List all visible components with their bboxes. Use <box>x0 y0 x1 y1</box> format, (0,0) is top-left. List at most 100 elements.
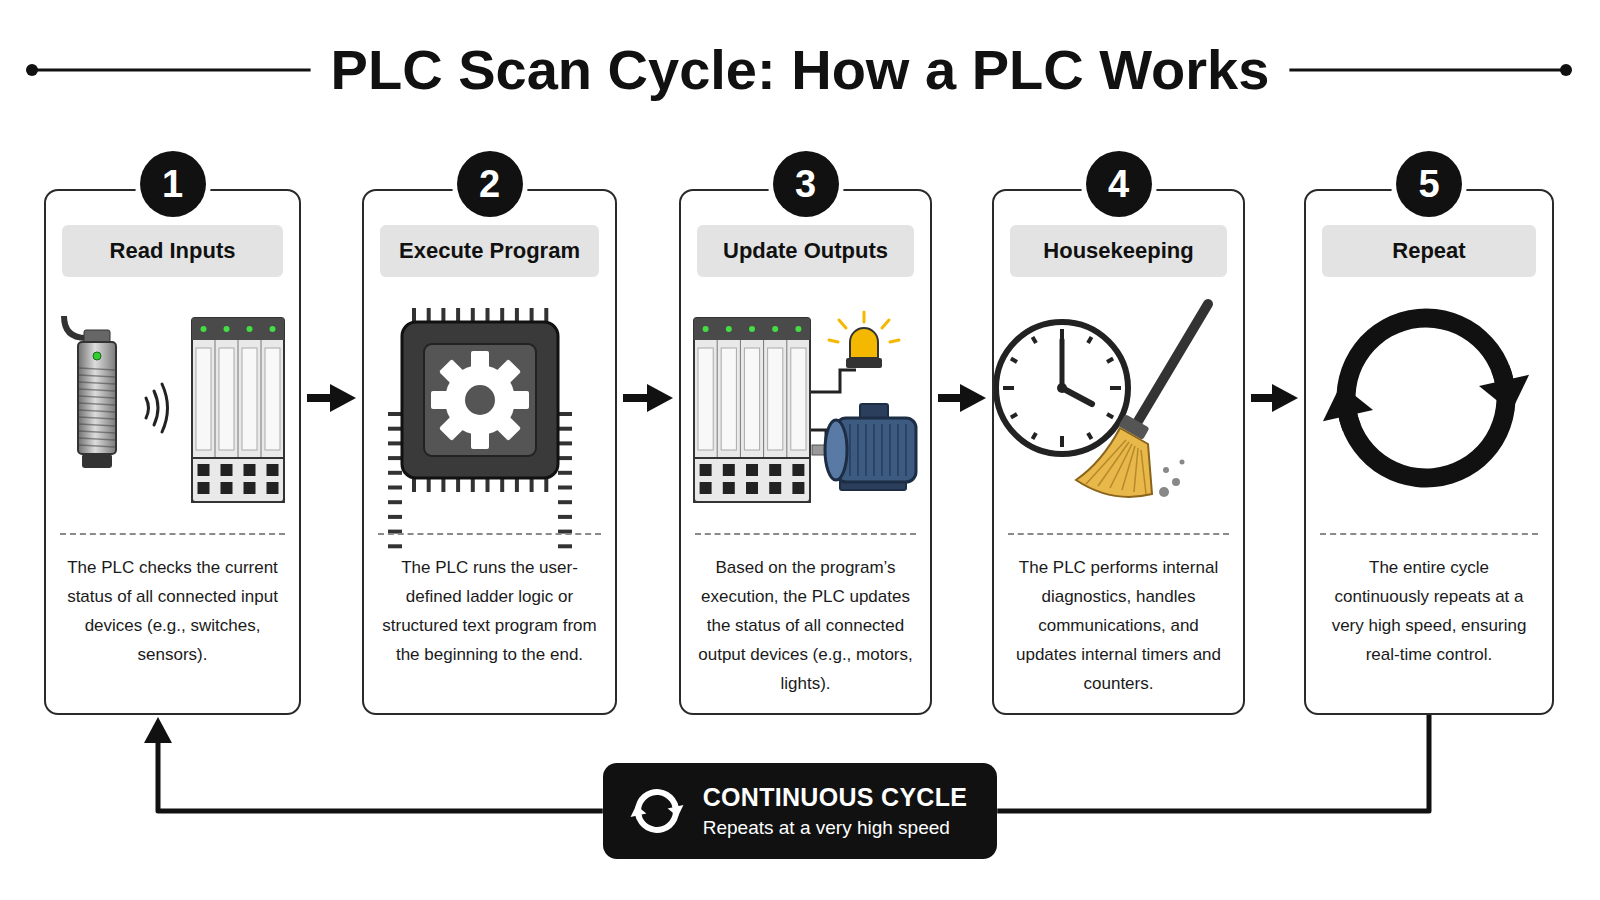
chip-pin <box>441 478 445 492</box>
gear-hub <box>465 385 495 415</box>
plc-slot-line <box>763 340 764 458</box>
chip-pin <box>388 456 402 460</box>
plc-terminal <box>198 482 210 494</box>
sensor-thread <box>79 396 115 398</box>
flow-arrow <box>938 394 964 402</box>
clock-tick <box>1107 414 1113 418</box>
sensor-thread <box>79 417 115 419</box>
chip-pin <box>456 308 460 322</box>
plc-terminal <box>769 482 781 494</box>
plc-housing <box>694 318 810 502</box>
plc-slot-line <box>786 340 787 458</box>
flow-arrow <box>1251 394 1276 402</box>
plc-card-face <box>242 348 257 450</box>
proximity-sensor <box>64 316 168 468</box>
plc-terminal <box>723 482 735 494</box>
gear-symbol <box>431 351 529 449</box>
plc-terminal <box>700 464 712 476</box>
chip-pin <box>500 308 504 322</box>
output-devices <box>810 312 916 490</box>
clock-tick <box>1011 359 1017 363</box>
cycle-arrow-arc <box>1339 365 1516 488</box>
clock-center <box>1057 383 1067 393</box>
step-card: Execute ProgramThe PLC runs the user-def… <box>362 189 617 715</box>
chip-pin <box>441 308 445 322</box>
title-bar: PLC Scan Cycle: How a PLC Works <box>0 30 1600 110</box>
cycle-arrow-arc <box>635 803 678 833</box>
chip-pin <box>544 308 548 322</box>
chip-body <box>402 322 558 478</box>
loop-connector <box>997 715 1429 811</box>
sensor-thread <box>79 403 115 405</box>
chip-pin <box>544 478 548 492</box>
chip-pin <box>456 478 460 492</box>
plc-terminal <box>746 464 758 476</box>
chip-pin <box>388 486 402 490</box>
sensor-thread <box>79 382 115 384</box>
clock-face <box>996 322 1128 454</box>
chip-pin <box>388 544 402 548</box>
plc-terminal <box>746 482 758 494</box>
step-card: RepeatThe entire cycle continuously repe… <box>1304 189 1554 715</box>
plc-terminal <box>244 482 256 494</box>
chip-pin <box>427 308 431 322</box>
plc-housing <box>192 318 284 502</box>
plc-card-face <box>196 348 211 450</box>
chip-pin <box>558 412 572 416</box>
plc-led <box>726 326 732 332</box>
plc-module <box>192 318 284 502</box>
plc-led <box>703 326 709 332</box>
dust-dot <box>1163 467 1169 473</box>
chip-pin <box>558 441 572 445</box>
step-number: 4 <box>1108 163 1129 206</box>
cycle-arrow-arc <box>1336 308 1513 431</box>
sensor-thread <box>79 438 115 440</box>
sensor-body <box>78 342 116 454</box>
plc-terminal <box>700 482 712 494</box>
plc-terminal <box>221 482 233 494</box>
cycle-banner: CONTINUOUS CYCLERepeats at a very high s… <box>603 763 998 859</box>
beacon-ray <box>882 320 889 328</box>
cycle-arrow-arc <box>635 789 678 819</box>
beacon-ray <box>890 340 899 342</box>
beacon-ray <box>863 312 866 322</box>
plc-terminal <box>221 464 233 476</box>
step-card: Read InputsThe PLC checks the current st… <box>44 189 301 715</box>
motor-fin <box>905 424 907 476</box>
motor-fin <box>865 424 867 476</box>
plc-terminal <box>267 482 279 494</box>
broom-bristle <box>1134 448 1138 492</box>
chip-pin <box>558 544 572 548</box>
chip-pin <box>471 308 475 322</box>
plc-card-face <box>768 348 783 450</box>
step-heading: Housekeeping <box>1010 225 1227 277</box>
processor-chip <box>388 308 572 546</box>
plc-terminal <box>267 464 279 476</box>
clock-tick <box>1088 337 1092 343</box>
chip-pin <box>412 478 416 492</box>
beacon-base <box>846 358 882 368</box>
title-rule-dot <box>1560 64 1572 76</box>
plc-terminal <box>769 464 781 476</box>
chip-pin <box>486 478 490 492</box>
motor-end-cap <box>825 420 847 480</box>
broom-bristle <box>1122 446 1135 490</box>
plc-card-face <box>791 348 806 450</box>
step-card: HousekeepingThe PLC performs internal di… <box>992 189 1245 715</box>
cycle-arrow-head <box>1323 384 1373 421</box>
loop-connector <box>158 739 603 811</box>
banner-heading: CONTINUOUS CYCLE <box>703 783 968 812</box>
chip-pin <box>500 478 504 492</box>
clock-tick <box>1003 386 1014 390</box>
plc-led <box>247 326 253 332</box>
chip-pin <box>388 441 402 445</box>
plc-card-face <box>219 348 234 450</box>
step-number-badge: 1 <box>140 151 206 217</box>
beacon-ray <box>839 320 846 328</box>
plc-terminal <box>198 464 210 476</box>
sensor-thread <box>79 445 115 447</box>
title-rule-line <box>32 69 311 72</box>
plc-status-strip <box>694 318 810 340</box>
chip-pin <box>558 515 572 519</box>
